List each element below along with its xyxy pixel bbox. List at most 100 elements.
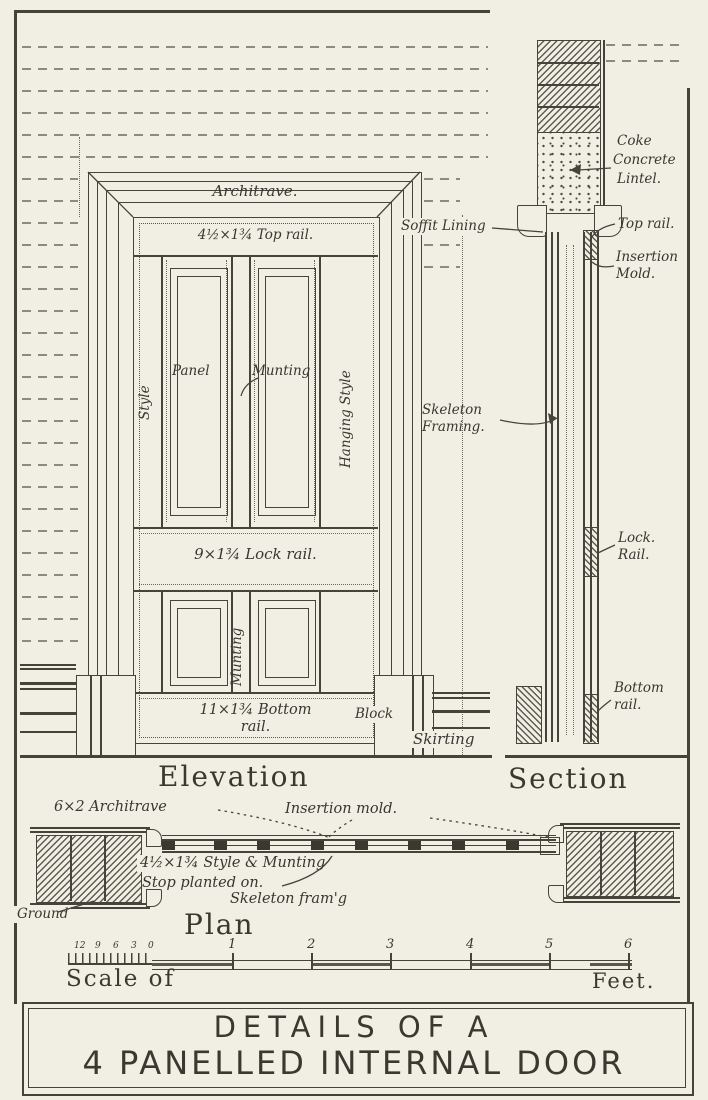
wall-dash-line	[424, 178, 460, 180]
section-title: Section	[508, 762, 629, 795]
wall-dash-line	[22, 508, 78, 510]
label-top-rail-section: Top rail.	[618, 216, 675, 232]
scale-label: Scale of	[66, 966, 175, 992]
wall-dash-line	[22, 442, 78, 444]
label-block: Block	[352, 706, 397, 723]
lock-rail-section	[583, 527, 599, 577]
label-bottom-rail-1: 11×1¾ Bottom	[199, 702, 312, 718]
elevation-title: Elevation	[158, 760, 310, 793]
wall-edge-dotted	[462, 215, 463, 755]
label-soffit-lining: Soffit Lining	[398, 218, 489, 235]
wall-dash-line	[424, 200, 460, 202]
wall-dash-line	[606, 44, 686, 46]
wall-dash-line	[424, 266, 460, 268]
wall-dash-line	[22, 530, 78, 532]
wall-dash-line	[22, 552, 78, 554]
title-block-inner	[28, 1008, 686, 1088]
page-border-top	[14, 10, 490, 13]
wall-dash-line	[22, 46, 488, 48]
label-stop-1: Stop planted on.	[142, 875, 264, 891]
plan-munting-block	[452, 841, 465, 850]
label-insertion-2: Mold.	[616, 266, 656, 282]
label-munting-lower: Munting	[229, 627, 245, 686]
head-mold-left	[517, 205, 547, 237]
wall-dash-line	[22, 574, 78, 576]
plan-wall-left	[36, 835, 142, 903]
plan-munting-block	[162, 841, 175, 850]
plan-munting-block	[214, 841, 227, 850]
floor-line-section	[505, 755, 688, 758]
label-plan-insertion: Insertion mold.	[285, 801, 398, 817]
scale-rule	[152, 960, 632, 970]
label-hanging-style: Hanging Style	[338, 370, 354, 468]
wall-dash-line	[22, 200, 78, 202]
label-munting: Munting	[252, 363, 311, 379]
label-lock-rail-1: Lock.	[618, 530, 656, 546]
wall-dash-line	[22, 90, 488, 92]
wall-dash-line	[22, 354, 78, 356]
wall-dash-line	[22, 376, 78, 378]
label-style: Style	[137, 385, 153, 420]
panel-upper-right	[258, 268, 316, 516]
label-insertion-1: Insertion	[616, 249, 678, 265]
brick-wall-section	[537, 40, 601, 134]
plan-title: Plan	[184, 908, 255, 941]
wall-dash-line	[424, 244, 460, 246]
top-rail-section	[583, 230, 599, 260]
bottom-rail-section	[583, 694, 599, 744]
wall-dash-line	[22, 464, 78, 466]
wall-dash-line	[22, 596, 78, 598]
wall-dash-line	[22, 68, 488, 70]
wall-dash-line	[22, 640, 78, 642]
wall-dash-line	[606, 60, 686, 62]
page-border-left	[14, 10, 17, 1004]
label-bottom-rail-2: rail.	[240, 719, 271, 735]
label-lintel-2: Concrete	[613, 152, 676, 168]
label-stop-2: Skeleton fram'g	[230, 891, 347, 907]
plan-meeting-style	[540, 837, 560, 855]
scale-unit-label: Feet.	[592, 969, 656, 993]
label-top-rail: 4½×1¾ Top rail.	[197, 227, 314, 243]
plan-munting-block	[408, 841, 421, 850]
concrete-lintel	[537, 132, 601, 214]
label-lock-rail: 9×1¾ Lock rail.	[194, 545, 317, 563]
panel-upper-left	[170, 268, 228, 516]
label-ground: Ground	[14, 906, 72, 923]
plan-munting-block	[506, 841, 519, 850]
door-leaf	[133, 217, 380, 744]
plan-wall-right	[566, 831, 674, 897]
panel-lower-right	[258, 600, 316, 686]
wall-dash-line	[22, 156, 488, 158]
plinth-block-left	[76, 675, 136, 757]
plan-munting-block	[311, 841, 324, 850]
label-skirting: Skirting	[410, 731, 478, 748]
scale-inch-comb	[68, 953, 152, 965]
wall-dash-line	[22, 266, 78, 268]
wall-dash-line	[22, 112, 488, 114]
label-style-munting: 4½×1¾ Style & Munting	[137, 855, 329, 872]
wall-dash-line	[22, 618, 78, 620]
wall-dash-line	[22, 310, 78, 312]
floor-line-elevation	[20, 755, 492, 758]
plan-munting-block	[257, 841, 270, 850]
label-skeleton-1: Skeleton	[422, 402, 482, 418]
wall-dash-line	[22, 486, 78, 488]
label-panel: Panel	[172, 363, 210, 379]
label-lintel-3: Lintel.	[617, 171, 662, 187]
wall-dash-line	[22, 134, 488, 136]
panel-lower-left	[170, 600, 228, 686]
wall-dash-line	[22, 222, 78, 224]
label-skeleton-2: Framing.	[422, 419, 485, 435]
label-bottom-rail-section-1: Bottom	[614, 680, 664, 696]
plan-munting-block	[355, 841, 368, 850]
wall-dash-line	[22, 288, 78, 290]
wall-dash-line	[22, 178, 78, 180]
page-border-right	[687, 88, 690, 1004]
label-plan-architrave: 6×2 Architrave	[54, 799, 167, 815]
wall-dash-line	[22, 398, 78, 400]
wall-dash-line	[22, 244, 78, 246]
wall-corner-dotted	[79, 137, 80, 217]
title-block-outer	[22, 1002, 694, 1096]
label-lintel-1: Coke	[617, 133, 652, 149]
